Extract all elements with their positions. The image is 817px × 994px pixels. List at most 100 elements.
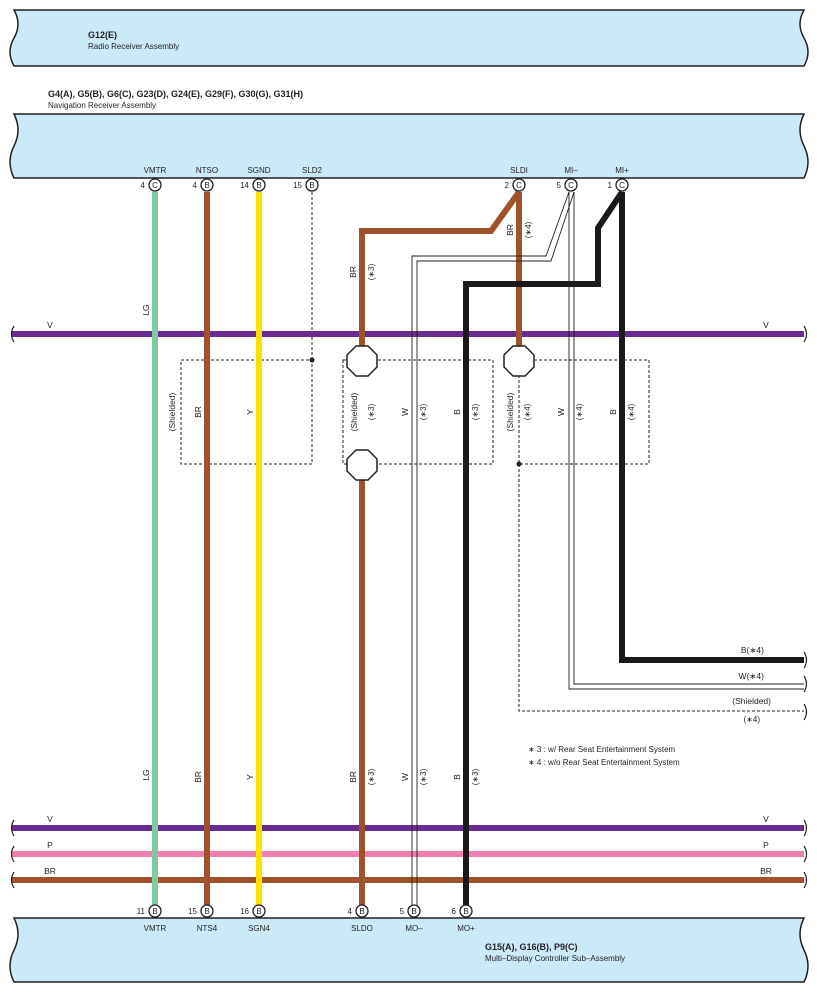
pin-number: 15 xyxy=(293,181,302,190)
bus-label-v: V xyxy=(47,320,53,330)
pin-name: SLDI xyxy=(510,166,528,175)
wire-label-br: BR xyxy=(193,406,203,418)
pin-name: NTSO xyxy=(196,166,218,175)
pin-name: NTS4 xyxy=(197,924,218,933)
wire-label-b: B xyxy=(452,409,462,415)
wire-label-note4: (∗4) xyxy=(575,403,584,420)
splice-octagon xyxy=(503,345,535,377)
pin-number: 5 xyxy=(400,907,405,916)
bus-label-v: V xyxy=(47,814,53,824)
wire-label-br: BR xyxy=(348,266,358,278)
bus-label-v: V xyxy=(763,814,769,824)
bus-label-v: V xyxy=(763,320,769,330)
pin-number: 2 xyxy=(505,181,510,190)
bus-label-p: P xyxy=(763,840,769,850)
wire-label-shielded: (Shielded) xyxy=(505,392,515,431)
top-pins: VMTR 4 C NTSO 4 B SGND 14 B SLD2 15 B SL… xyxy=(141,166,630,190)
shield-junction-dot xyxy=(309,357,315,363)
pin-connector: B xyxy=(204,181,209,190)
splice-octagon xyxy=(346,345,378,377)
wire-label-br: BR xyxy=(505,224,515,236)
wire-label-br: BR xyxy=(193,771,203,783)
radio-connector-id: G12(E) xyxy=(88,30,117,40)
wire-label-w: W xyxy=(556,408,566,416)
wire-b-mo-plus xyxy=(463,190,625,906)
pin-connector: B xyxy=(256,907,261,916)
pin-connector: B xyxy=(463,907,468,916)
wire-label-b4: B(∗4) xyxy=(741,645,764,655)
pin-name: MO+ xyxy=(457,924,475,933)
pin-number: 14 xyxy=(240,181,249,190)
navigation-receiver-body xyxy=(9,113,809,179)
pin-number: 4 xyxy=(348,907,353,916)
wire-br-sldi-branch xyxy=(359,190,522,358)
wire-label-shielded: (Shielded) xyxy=(349,392,359,431)
mdc-connector-id: G15(A), G16(B), P9(C) xyxy=(485,942,578,952)
wire-label-note4: (∗4) xyxy=(744,715,761,724)
wire-label-y: Y xyxy=(245,774,255,780)
radio-receiver-body xyxy=(9,9,809,67)
wire-label-lg: LG xyxy=(141,769,151,780)
shield-box-left xyxy=(180,359,313,465)
wire-label-note4: (∗4) xyxy=(627,403,636,420)
wire-label-shielded: (Shielded) xyxy=(732,696,771,706)
pin-connector: B xyxy=(309,181,314,190)
pin-name: SLDO xyxy=(351,924,373,933)
pin-connector: B xyxy=(359,907,364,916)
pin-name: VMTR xyxy=(144,924,167,933)
pin-connector: B xyxy=(152,907,157,916)
pin-name: SLD2 xyxy=(302,166,323,175)
wire-label-note3: (∗3) xyxy=(367,263,376,280)
pin-number: 4 xyxy=(193,181,198,190)
bus-break-marks xyxy=(10,325,808,889)
pin-name: SGND xyxy=(247,166,270,175)
pin-connector: C xyxy=(152,181,158,190)
pin-name: SGN4 xyxy=(248,924,270,933)
wire-label-note3: (∗3) xyxy=(419,768,428,785)
wire-label-w: W xyxy=(400,408,410,416)
wire-label-w4: W(∗4) xyxy=(738,671,764,681)
wire-label-w: W xyxy=(400,773,410,781)
pin-number: 1 xyxy=(608,181,613,190)
shield-wire-out xyxy=(518,464,804,712)
wire-label-note4: (∗4) xyxy=(524,221,533,238)
pin-name: MI– xyxy=(564,166,578,175)
pin-number: 16 xyxy=(240,907,249,916)
pin-connector: C xyxy=(568,181,574,190)
shield-junction-dot xyxy=(516,461,522,467)
bottom-pin-circles xyxy=(148,904,473,918)
shield-box-right xyxy=(518,359,650,465)
pin-connector: B xyxy=(411,907,416,916)
bottom-pins: 11 B VMTR 15 B NTS4 16 B SGN4 4 B SLDO 5… xyxy=(137,907,475,933)
bus-label-br: BR xyxy=(44,866,56,876)
shield-box-middle xyxy=(342,359,494,465)
note-rse-without: ∗ 4 : w/o Rear Seat Entertainment System xyxy=(528,758,680,767)
wire-label-note3: (∗3) xyxy=(471,403,480,420)
pin-number: 15 xyxy=(188,907,197,916)
top-pin-circles xyxy=(148,178,629,192)
pin-number: 6 xyxy=(452,907,457,916)
wire-label-y: Y xyxy=(245,409,255,415)
pin-connector: C xyxy=(619,181,625,190)
pin-connector: B xyxy=(256,181,261,190)
splice-octagon xyxy=(346,449,378,481)
shield-boxes xyxy=(180,192,804,712)
wire-label-note3: (∗3) xyxy=(367,768,376,785)
radio-connector-name: Radio Receiver Assembly xyxy=(88,42,179,51)
wire-label-note3: (∗3) xyxy=(419,403,428,420)
wire-label-lg: LG xyxy=(141,304,151,315)
pin-connector: B xyxy=(204,907,209,916)
wire-label-shielded: (Shielded) xyxy=(167,392,177,431)
pin-number: 4 xyxy=(141,181,146,190)
pin-number: 5 xyxy=(557,181,562,190)
note-rse-with: ∗ 3 : w/ Rear Seat Entertainment System xyxy=(528,745,676,754)
pin-name: VMTR xyxy=(144,166,167,175)
wire-label-b: B xyxy=(452,774,462,780)
pin-name: MI+ xyxy=(615,166,629,175)
wire-label-note3: (∗3) xyxy=(367,403,376,420)
white-wires xyxy=(411,191,804,906)
bus-label-br: BR xyxy=(760,866,772,876)
nav-connector-name: Navigation Receiver Assembly xyxy=(48,101,156,110)
nav-connector-id: G4(A), G5(B), G6(C), G23(D), G24(E), G29… xyxy=(48,89,303,99)
